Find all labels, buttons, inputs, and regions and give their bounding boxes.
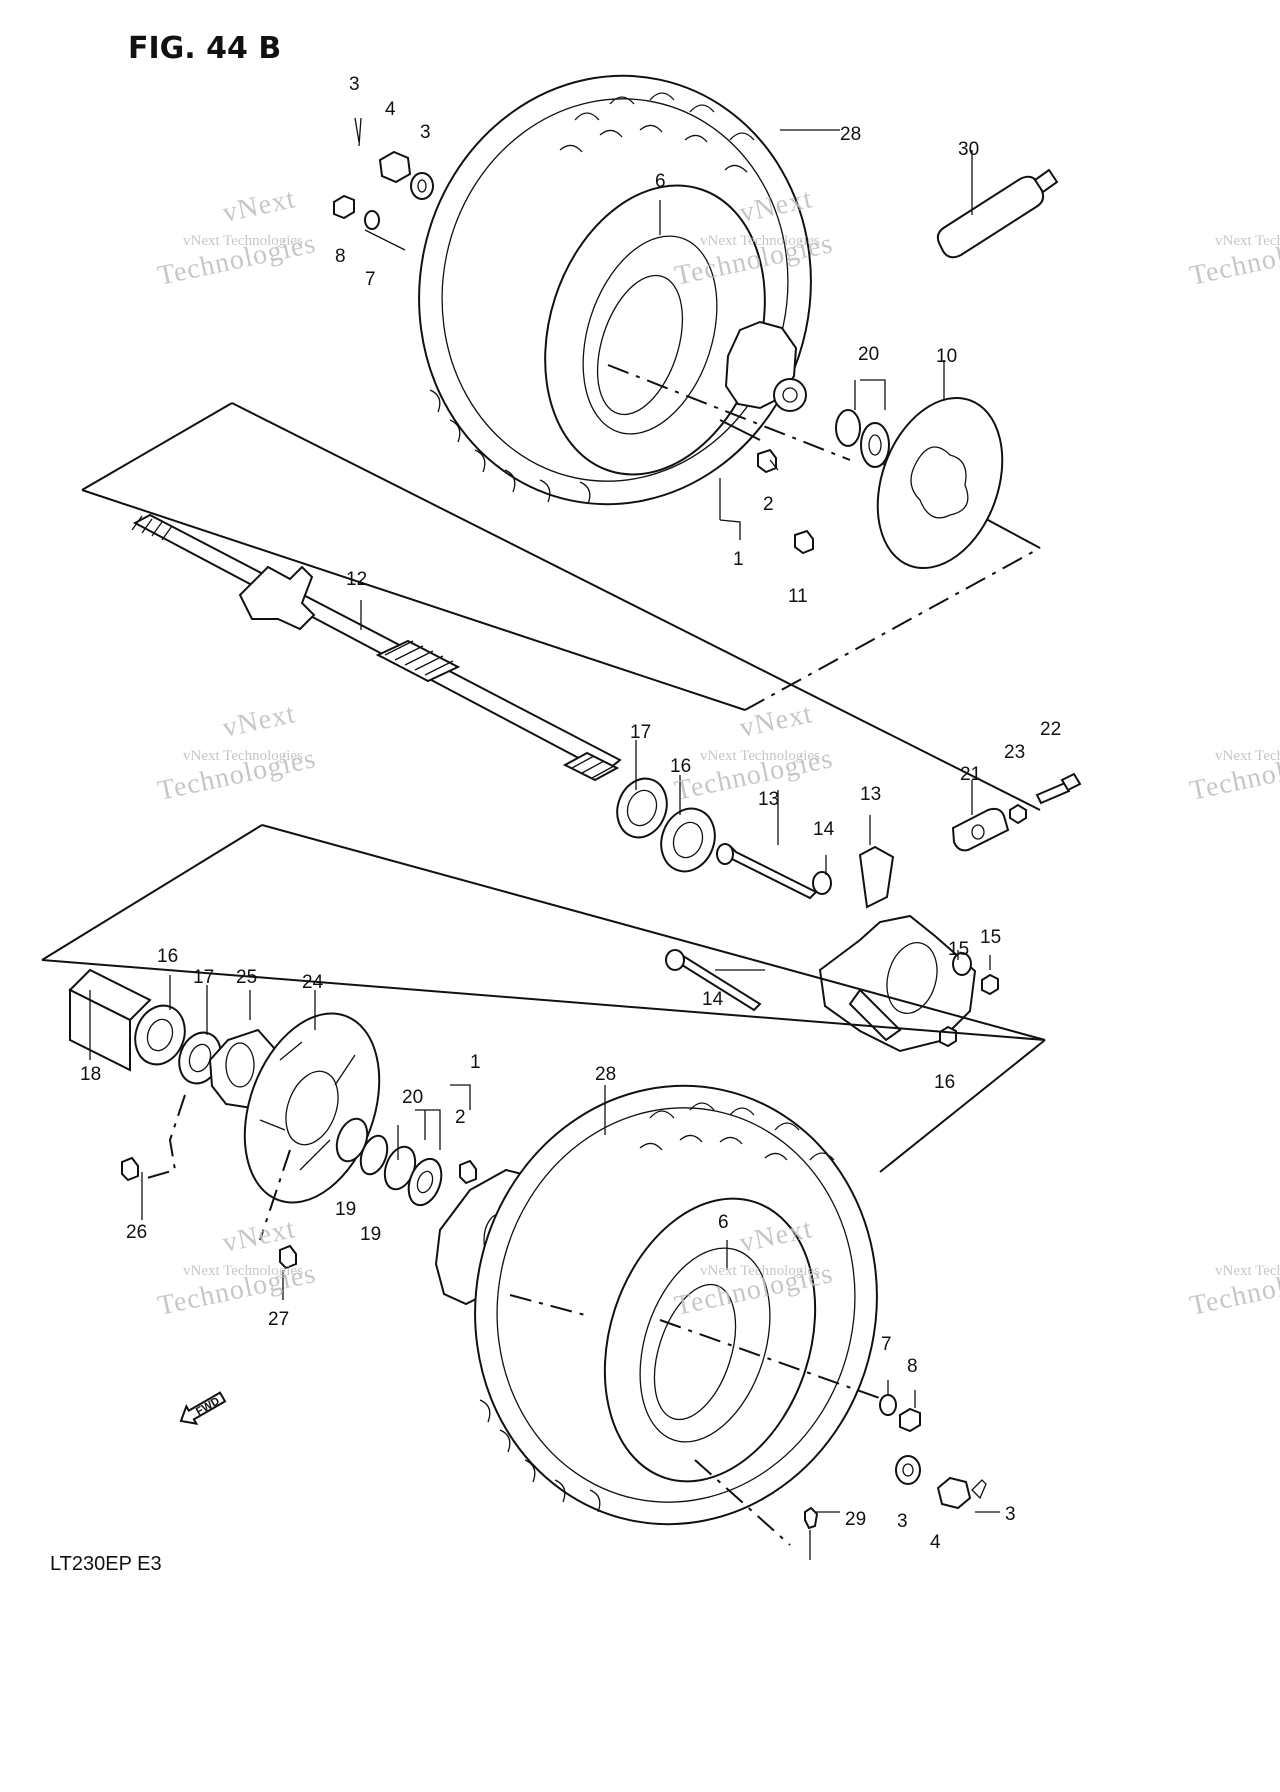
callout-7b: 7 — [881, 1334, 892, 1355]
svg-text:vNext Technologies: vNext Technologies — [1215, 1263, 1280, 1279]
callout-4: 4 — [385, 99, 396, 120]
svg-text:vNext Technologies: vNext Technologies — [183, 748, 303, 764]
callout-15b: 16 — [934, 1072, 955, 1093]
part-30-sleeve — [936, 168, 1059, 259]
hub-upper — [719, 320, 807, 441]
watermark: vNext Technologies Technologies — [1187, 1258, 1280, 1322]
svg-text:vNext Technologies: vNext Technologies — [183, 1263, 303, 1279]
callout-17b: 17 — [193, 967, 214, 988]
watermark: vNext Technologies vNext Technologies — [155, 1213, 319, 1322]
callout-19b: 19 — [360, 1224, 381, 1245]
callout-5b: 3 — [1005, 1504, 1016, 1525]
callout-29: 29 — [845, 1509, 866, 1530]
callout-10: 11 — [788, 586, 808, 607]
callout-6: 6 — [655, 171, 666, 192]
hardware-upper-left — [333, 117, 434, 230]
svg-text:vNext Technologies: vNext Technologies — [700, 1263, 820, 1279]
hub-bolts-upper — [757, 448, 814, 555]
callout-22: 22 — [1040, 719, 1061, 740]
watermark: vNext Technologies Technologies — [1187, 743, 1280, 807]
callout-6b: 6 — [718, 1212, 729, 1233]
callout-17: 17 — [630, 722, 651, 743]
tire-lower — [474, 1084, 878, 1526]
callout-14b: 15 — [948, 939, 969, 960]
svg-text:vNext Technologies: vNext Technologies — [183, 233, 303, 249]
callout-16: 16 — [670, 756, 691, 777]
callout-21: 21 — [960, 764, 981, 785]
watermark: vNext Technologies vNext Technologies — [155, 183, 319, 292]
callout-20b: 20 — [402, 1087, 423, 1108]
svg-text:vNext Technologies: vNext Technologies — [700, 748, 820, 764]
callout-20: 20 — [858, 344, 879, 365]
hardware-lower-right — [121, 1156, 987, 1530]
callout-2b: 2 — [455, 1107, 466, 1128]
callout-3: 3 — [420, 122, 431, 143]
callout-19: 19 — [335, 1199, 356, 1220]
long-bolts — [665, 843, 818, 1012]
leader-lines — [89, 129, 1000, 1560]
fwd-label: FWD — [194, 1395, 222, 1418]
axis-lines — [139, 364, 886, 1546]
sleeve-18 — [68, 968, 152, 1072]
callout-24: 24 — [302, 972, 324, 993]
fwd-arrow-icon: FWD — [179, 1391, 227, 1426]
callout-8: 8 — [335, 246, 346, 267]
callout-2: 2 — [763, 494, 774, 515]
callout-9: 10 — [936, 346, 957, 367]
callout-1b: 1 — [470, 1052, 481, 1073]
svg-text:vNext: vNext — [220, 698, 298, 744]
watermark: vNext Technologies Technologies — [1187, 228, 1280, 292]
bearings-upper — [835, 409, 890, 468]
stopper-parts — [951, 772, 1082, 852]
callout-28: 28 — [840, 124, 861, 145]
callout-14: 14 — [813, 819, 835, 840]
callout-13: 13 — [758, 789, 779, 810]
callout-5: 3 — [349, 74, 360, 95]
axle-carrier — [818, 845, 977, 1053]
callout-25: 25 — [236, 967, 257, 988]
callout-8b: 8 — [907, 1356, 918, 1377]
watermark: vNext Technologies vNext Technologies — [672, 698, 836, 807]
figure-title: FIG. 44 B — [128, 31, 281, 66]
svg-text:vNext: vNext — [737, 698, 815, 744]
brake-disc — [876, 396, 1004, 570]
callout-16b: 16 — [157, 946, 178, 967]
svg-text:vNext Technologies: vNext Technologies — [1215, 748, 1280, 764]
lower-assembly-outline — [41, 824, 1046, 1173]
bearings-lower — [335, 1117, 443, 1207]
callout-4b: 4 — [930, 1532, 941, 1553]
bearing-seal-middle — [616, 777, 716, 873]
callout-23: 23 — [1004, 742, 1025, 763]
callout-26: 26 — [126, 1222, 147, 1243]
svg-text:vNext: vNext — [220, 183, 298, 229]
svg-text:vNext Technologies: vNext Technologies — [700, 233, 820, 249]
callout-1: 1 — [733, 549, 744, 570]
callout-3b: 3 — [897, 1511, 908, 1532]
callout-28b: 28 — [595, 1064, 616, 1085]
callout-7: 7 — [365, 269, 376, 290]
model-code: LT230EP E3 — [50, 1553, 162, 1575]
callouts: 3 4 3 8 7 6 28 30 20 10 2 1 11 12 17 16 … — [80, 74, 1061, 1553]
callout-30: 30 — [958, 139, 979, 160]
callout-13b: 14 — [702, 989, 724, 1010]
rear-axle — [131, 513, 622, 782]
watermark: vNext Technologies vNext Technologies — [155, 698, 319, 807]
callout-12: 13 — [860, 784, 881, 805]
callout-11: 12 — [346, 569, 367, 590]
svg-text:vNext Technologies: vNext Technologies — [1215, 233, 1280, 249]
callout-15: 15 — [980, 927, 1001, 948]
callout-18: 18 — [80, 1064, 101, 1085]
sprocket — [243, 1012, 381, 1204]
tire-upper — [418, 74, 812, 506]
callout-27: 27 — [268, 1309, 289, 1330]
